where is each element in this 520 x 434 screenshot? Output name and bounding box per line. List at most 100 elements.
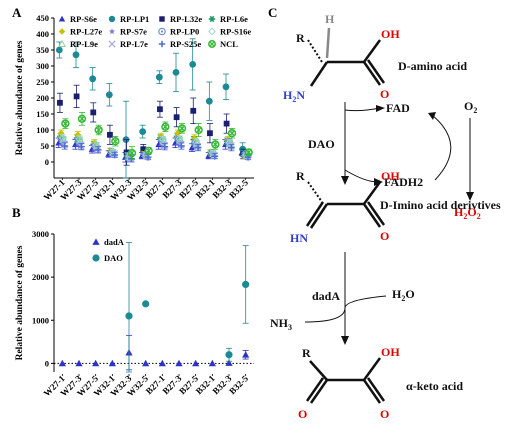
data-point xyxy=(211,140,220,149)
arrowhead-main-1 xyxy=(341,176,349,185)
data-point xyxy=(78,143,85,151)
data-point xyxy=(59,135,68,143)
data-point xyxy=(205,97,213,105)
legend-label: RP-L32e xyxy=(170,14,202,24)
data-point xyxy=(55,46,63,54)
fad-label: FAD xyxy=(386,101,410,115)
data-point xyxy=(88,145,96,152)
legend-label: RP-L27e xyxy=(70,27,102,37)
data-point xyxy=(57,99,63,106)
fadh2-curve xyxy=(344,169,379,183)
legend-marker xyxy=(208,15,216,23)
bond-co-1b xyxy=(366,59,386,84)
data-point xyxy=(192,359,200,367)
data-point xyxy=(157,106,163,113)
r-group-1: R xyxy=(296,31,305,45)
legend-marker xyxy=(58,15,66,22)
data-point xyxy=(244,148,253,157)
data-point xyxy=(144,146,153,155)
bond-c-oh-2 xyxy=(362,181,382,205)
bond-r-2 xyxy=(307,181,323,203)
hn: HN xyxy=(290,231,308,245)
reaction-diagram: R H OH O H2N D-amino acid DAO FAD FADH2 … xyxy=(270,12,501,421)
bond-c-oh-3 xyxy=(362,357,382,381)
legend-label: RP-S6e xyxy=(70,14,97,24)
legend-marker xyxy=(108,40,116,48)
o2-label: O2 xyxy=(464,99,477,115)
data-point xyxy=(111,137,120,146)
data-point xyxy=(140,146,147,153)
data-point xyxy=(57,129,65,137)
data-point xyxy=(111,151,119,159)
y-tick-label: 250 xyxy=(36,77,49,87)
y-tick-label: 3000 xyxy=(32,229,49,239)
h2n: H2N xyxy=(283,88,305,104)
nh3-curve xyxy=(304,307,346,323)
legend-label: RP-L7e xyxy=(120,39,148,49)
data-point xyxy=(178,142,185,150)
data-point xyxy=(61,142,69,150)
h-atom: H xyxy=(325,12,335,26)
legend-marker xyxy=(159,16,165,22)
data-point xyxy=(189,61,197,68)
data-point xyxy=(158,135,168,144)
series-RP-LP1 xyxy=(55,38,247,179)
series-NCL xyxy=(61,112,253,160)
legend-marker xyxy=(92,254,100,262)
bond-co-2b xyxy=(366,201,386,226)
data-point xyxy=(225,351,233,359)
data-point xyxy=(75,134,84,144)
h2o-label: H2O xyxy=(392,287,415,303)
keto-label: α-keto acid xyxy=(406,379,463,393)
o-3b: O xyxy=(380,407,389,421)
o-3a: O xyxy=(298,407,307,421)
y-tick-label: 200 xyxy=(36,93,49,103)
data-point xyxy=(155,73,163,81)
data-point xyxy=(142,300,150,308)
series-RP-S7e xyxy=(58,137,249,161)
legend-marker xyxy=(208,27,216,36)
panel-label-a: A xyxy=(12,5,22,20)
legend-marker xyxy=(57,39,67,48)
data-point xyxy=(77,114,87,123)
data-point xyxy=(222,83,230,91)
data-point xyxy=(194,125,203,135)
data-point xyxy=(73,93,80,100)
bond-co-2a xyxy=(362,203,382,228)
y-tick-label: 1000 xyxy=(32,315,49,325)
data-point xyxy=(72,141,79,148)
h2o2-label: H2O2 xyxy=(454,205,481,221)
h2o-curve xyxy=(344,295,387,309)
data-point xyxy=(107,131,113,138)
legend-label: DAO xyxy=(104,253,123,263)
y-tick-label: 50 xyxy=(41,141,50,151)
legend-label: RP-L6e xyxy=(220,14,248,24)
data-point xyxy=(161,143,169,151)
y-tick-label: 0 xyxy=(45,358,49,368)
legend-label: RP-S7e xyxy=(120,27,147,37)
legend-marker xyxy=(108,28,116,35)
data-point xyxy=(225,359,233,366)
legend-marker xyxy=(158,27,166,36)
fad-curve xyxy=(344,107,381,112)
y-axis-label: Relative abundance of genes xyxy=(15,40,25,155)
bond-co-3d xyxy=(305,377,325,402)
data-point xyxy=(55,139,63,146)
x-tick-label: B32-5 xyxy=(227,373,250,396)
data-point xyxy=(125,312,133,320)
legend-label: RP-LP0 xyxy=(170,27,199,37)
arrowhead-fad xyxy=(376,105,385,112)
data-point xyxy=(227,129,237,138)
data-point xyxy=(172,139,179,146)
data-point xyxy=(94,125,103,135)
bond-co-1a xyxy=(362,61,382,86)
data-point xyxy=(61,119,70,128)
y-tick-label: 100 xyxy=(36,125,49,135)
data-point xyxy=(92,359,100,367)
fadh2-label: FADH2 xyxy=(384,175,423,189)
oh-1: OH xyxy=(381,27,400,41)
legend-marker xyxy=(208,40,216,48)
